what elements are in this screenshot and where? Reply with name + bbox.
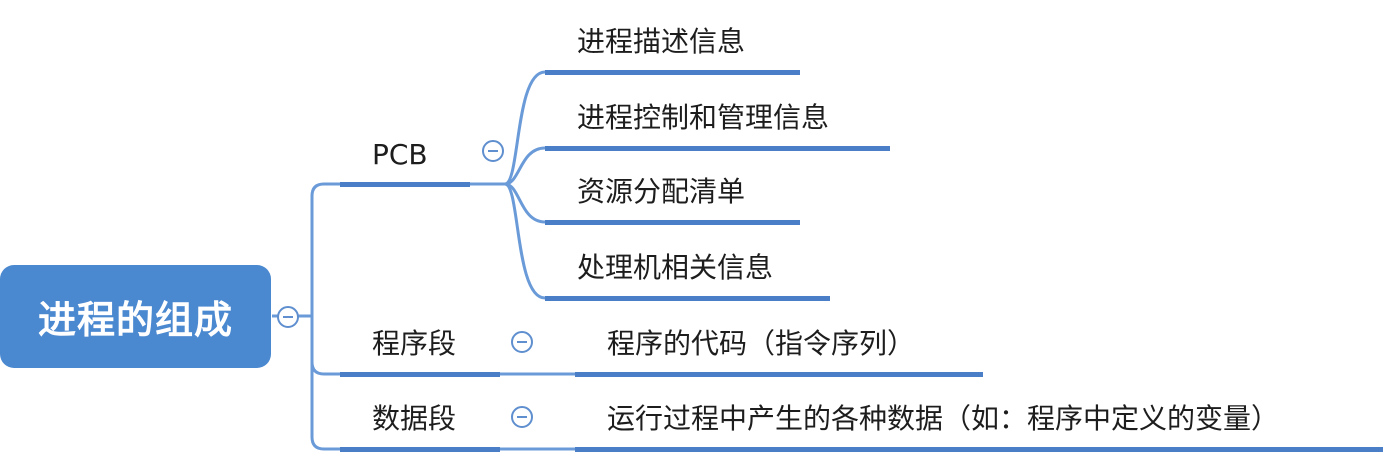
root-node[interactable]: 进程的组成 <box>0 265 271 368</box>
pcb-child-3[interactable]: 资源分配清单 <box>577 175 746 208</box>
collapse-data-segment-icon[interactable] <box>511 406 533 428</box>
root-label: 进程的组成 <box>37 298 233 342</box>
collapse-root-icon[interactable] <box>277 306 299 328</box>
pcb-child-4[interactable]: 处理机相关信息 <box>577 251 774 284</box>
branch-program-segment-label[interactable]: 程序段 <box>372 327 457 360</box>
collapse-program-segment-icon[interactable] <box>511 331 533 353</box>
collapse-pcb-icon[interactable] <box>482 140 504 162</box>
pcb-child-1[interactable]: 进程描述信息 <box>577 25 746 58</box>
branch-pcb-label[interactable]: PCB <box>372 138 428 171</box>
program-segment-child-1[interactable]: 程序的代码（指令序列） <box>607 327 916 360</box>
branch-data-segment-label[interactable]: 数据段 <box>372 402 457 435</box>
pcb-child-2[interactable]: 进程控制和管理信息 <box>577 101 830 134</box>
data-segment-child-1[interactable]: 运行过程中产生的各种数据（如：程序中定义的变量） <box>607 402 1280 435</box>
